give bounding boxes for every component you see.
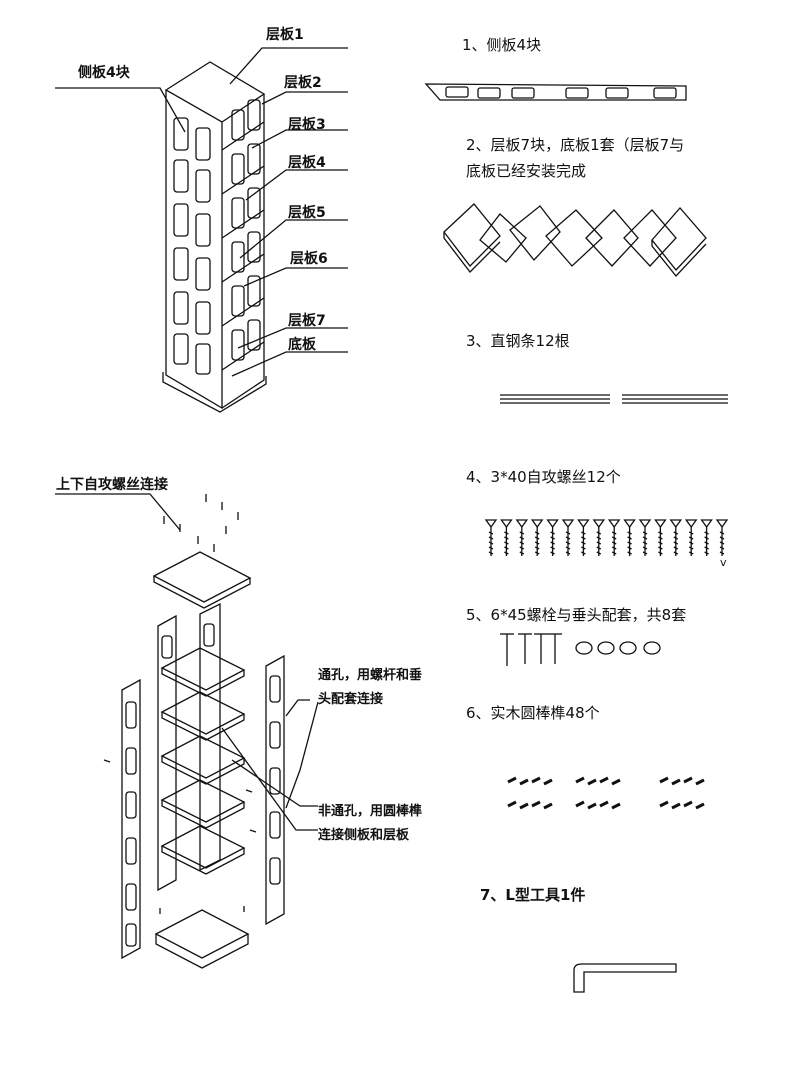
dowel-icon <box>507 800 517 808</box>
dowel-icon <box>659 800 669 808</box>
screw-icon <box>561 519 575 556</box>
tower-side-openings <box>173 99 261 375</box>
dowel-icon <box>507 776 517 784</box>
dowel-icon <box>519 778 529 786</box>
part-3-caption: 3、直钢条12根 <box>466 332 570 350</box>
dowel-icon <box>683 776 693 784</box>
screw-icon <box>546 519 559 556</box>
part-5-caption: 5、6*45螺栓与垂头配套，共8套 <box>466 606 687 624</box>
through-hole-note-1: 通孔，用螺杆和垂 <box>318 668 423 683</box>
part-2-caption-line2: 底板已经安装完成 <box>466 162 587 180</box>
part-4-caption: 4、3*40自攻螺丝12个 <box>466 468 621 486</box>
part-1-caption: 1、侧板4块 <box>462 36 542 54</box>
screw-icon <box>654 519 667 556</box>
dowel-icon <box>671 778 681 786</box>
part-6-caption: 6、实木圆棒榫48个 <box>466 704 600 722</box>
part-shelves <box>443 203 707 277</box>
part-steel-bars <box>500 394 728 404</box>
dowel-icon <box>695 778 705 786</box>
screw-icon <box>592 519 606 556</box>
screw-icon <box>577 519 590 556</box>
tower-leader-lines <box>55 47 348 377</box>
dowel-icon <box>671 802 681 810</box>
dowel-icon <box>543 802 553 810</box>
part-barrel-nuts <box>575 641 661 655</box>
shelf-label-3: 层板3 <box>288 117 326 133</box>
screw-icon <box>623 519 636 556</box>
screw-icon <box>669 519 683 556</box>
dowel-icon <box>683 800 693 808</box>
screw-icon <box>638 519 652 556</box>
screw-icon <box>700 519 713 556</box>
screw-icon <box>530 519 544 556</box>
side-board-label: 侧板4块 <box>78 65 130 81</box>
dowel-icon <box>531 776 541 784</box>
shelf-label-6: 层板6 <box>290 251 328 267</box>
top-screw-note: 上下自攻螺丝连接 <box>56 477 168 493</box>
screw-icon <box>500 519 513 556</box>
part-l-tool <box>573 963 677 993</box>
screw-icon <box>684 519 698 556</box>
part-bolts <box>500 633 562 666</box>
dowel-icon <box>531 800 541 808</box>
through-hole-note-2: 头配套连接 <box>318 692 384 707</box>
dowel-icon <box>611 778 621 786</box>
dowel-icon <box>695 802 705 810</box>
screw-tag: v <box>720 556 727 569</box>
blind-hole-note-2: 连接侧板和层板 <box>318 828 410 843</box>
dowel-icon <box>587 802 597 810</box>
dowel-icon <box>611 802 621 810</box>
dowel-icon <box>575 800 585 808</box>
dowel-icon <box>587 778 597 786</box>
base-board-label: 底板 <box>288 337 316 353</box>
screw-icon <box>715 519 729 556</box>
dowel-icon <box>659 776 669 784</box>
shelf-label-2: 层板2 <box>284 75 322 91</box>
top-screws <box>163 494 239 552</box>
screw-icon <box>484 519 498 556</box>
blind-hole-note-1: 非通孔，用圆棒榫 <box>318 804 423 819</box>
shelf-label-1: 层板1 <box>266 27 304 43</box>
part-side-board <box>424 83 687 101</box>
dowel-icon <box>519 802 529 810</box>
part-self-tapping-screws <box>484 519 729 556</box>
shelf-label-5: 层板5 <box>288 205 326 221</box>
screw-icon <box>515 519 529 556</box>
shelf-label-4: 层板4 <box>288 155 326 171</box>
dowel-icon <box>599 776 609 784</box>
dowel-icon <box>599 800 609 808</box>
assembled-bookshelf-tower <box>162 61 267 413</box>
dowel-icon <box>575 776 585 784</box>
exploded-view <box>55 493 319 969</box>
part-2-caption: 2、层板7块，底板1套（层板7与 <box>466 136 685 154</box>
part-wood-dowels <box>507 776 705 810</box>
dowel-icon <box>543 778 553 786</box>
shelf-label-7: 层板7 <box>288 313 326 329</box>
part-7-caption: 7、L型工具1件 <box>480 886 586 904</box>
screw-icon <box>607 519 621 556</box>
